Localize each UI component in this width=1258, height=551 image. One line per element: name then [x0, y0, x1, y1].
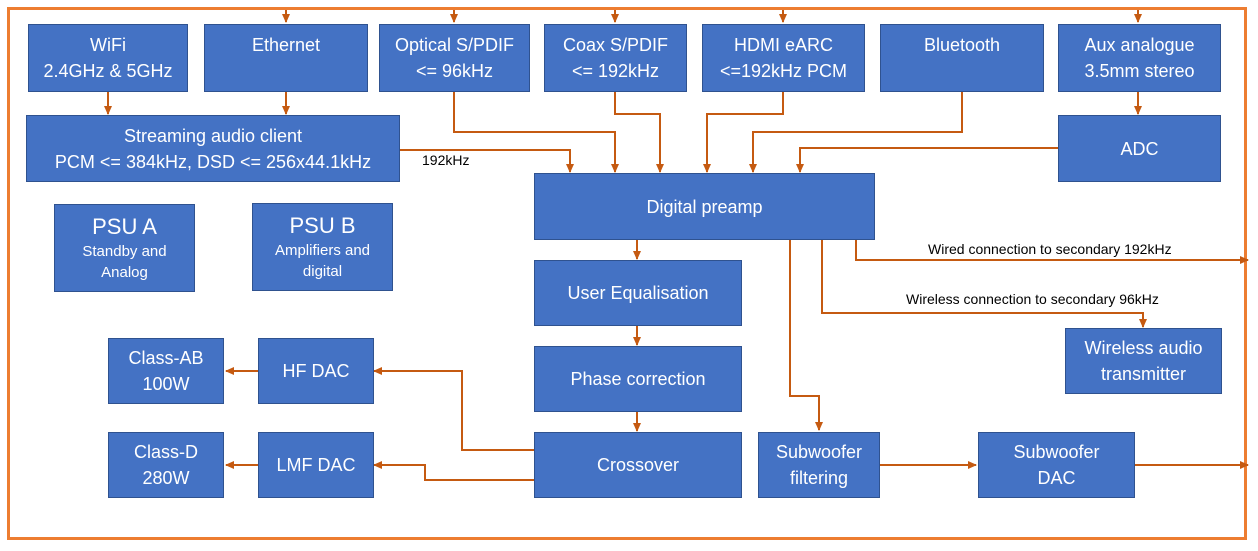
adc-label: ADC [1120, 138, 1159, 159]
wifi-bands: 2.4GHz & 5GHz [43, 61, 173, 81]
wired-secondary-label: Wired connection to secondary 192kHz [928, 241, 1172, 257]
psu-a-box: PSU A Standby and Analog [54, 204, 195, 292]
psu-a-title: PSU A [92, 214, 157, 239]
wifi-input-box: WiFi 2.4GHz & 5GHz [28, 24, 188, 92]
subwoofer-filtering-label-line1: Subwoofer [775, 442, 863, 462]
user-eq-box: User Equalisation [534, 260, 742, 326]
wire-preamp-wireless [821, 240, 1147, 328]
psu-a-desc-line2: Analog [101, 264, 148, 281]
bluetooth-input-box: Bluetooth [880, 24, 1044, 92]
wire-optical-preamp [453, 92, 619, 173]
hdmi-input-box: HDMI eARC <=192kHz PCM [702, 24, 865, 92]
class-d-power: 280W [142, 468, 190, 488]
hdmi-label: HDMI eARC [733, 35, 833, 55]
lmf-dac-label: LMF DAC [276, 455, 356, 475]
psu-b-desc-line2: digital [302, 263, 343, 280]
streaming-rate-label: 192kHz [422, 152, 470, 168]
class-ab-amp-box: Class-AB 100W [108, 338, 224, 404]
optical-input-box: Optical S/PDIF <= 96kHz [379, 24, 530, 92]
subwoofer-dac-box: Subwoofer DAC [978, 432, 1135, 498]
aux-label: Aux analogue [1084, 35, 1195, 55]
subwoofer-filtering-box: Subwoofer filtering [758, 432, 880, 498]
subwoofer-dac-label-line1: Subwoofer [1013, 442, 1100, 462]
streaming-client-formats: PCM <= 384kHz, DSD <= 256x44.1kHz [54, 151, 372, 172]
wireless-transmitter-box: Wireless audio transmitter [1065, 328, 1222, 394]
wireless-transmitter-label-line1: Wireless audio [1084, 338, 1203, 358]
class-ab-label: Class-AB [128, 348, 204, 368]
psu-b-desc-line1: Amplifiers and [274, 242, 371, 259]
coax-input-box: Coax S/PDIF <= 192kHz [544, 24, 687, 92]
streaming-client-box: Streaming audio client PCM <= 384kHz, DS… [26, 115, 400, 182]
wire-streaming-preamp [400, 149, 574, 173]
hdmi-rate: <=192kHz PCM [719, 61, 848, 81]
class-ab-power: 100W [142, 374, 190, 394]
hf-dac-box: HF DAC [258, 338, 374, 404]
wire-preamp-wired [855, 240, 1249, 264]
subwoofer-filtering-label-line2: filtering [789, 468, 849, 488]
optical-rate: <= 96kHz [415, 61, 494, 81]
coax-rate: <= 192kHz [571, 61, 660, 81]
wire-hdmi-preamp [703, 92, 784, 173]
lmf-dac-box: LMF DAC [258, 432, 374, 498]
user-eq-label: User Equalisation [567, 283, 709, 303]
wire-coax-preamp [614, 92, 664, 173]
ethernet-label: Ethernet [251, 35, 321, 55]
outer-frame [7, 7, 1247, 540]
wire-crossover-lmf [373, 461, 534, 481]
coax-label: Coax S/PDIF [562, 35, 669, 55]
aux-input-box: Aux analogue 3.5mm stereo [1058, 24, 1221, 92]
digital-preamp-box: Digital preamp [534, 173, 875, 240]
subwoofer-dac-label-line2: DAC [1037, 468, 1076, 488]
aux-connector: 3.5mm stereo [1084, 61, 1195, 81]
optical-label: Optical S/PDIF [394, 35, 515, 55]
adc-box: ADC [1058, 115, 1221, 182]
wifi-label: WiFi [90, 35, 126, 55]
class-d-amp-box: Class-D 280W [108, 432, 224, 498]
psu-a-desc-line1: Standby and [82, 243, 167, 260]
psu-b-box: PSU B Amplifiers and digital [252, 203, 393, 291]
wireless-secondary-label: Wireless connection to secondary 96kHz [906, 291, 1159, 307]
phase-correction-label: Phase correction [570, 369, 706, 389]
bluetooth-label: Bluetooth [923, 35, 1001, 55]
phase-correction-box: Phase correction [534, 346, 742, 412]
crossover-label: Crossover [596, 455, 680, 475]
psu-b-title: PSU B [289, 213, 356, 238]
crossover-box: Crossover [534, 432, 742, 498]
wireless-transmitter-label-line2: transmitter [1100, 364, 1187, 384]
wire-crossover-hf [373, 367, 534, 451]
hf-dac-label: HF DAC [282, 361, 350, 381]
ethernet-input-box: Ethernet [204, 24, 368, 92]
wire-bluetooth-preamp [749, 92, 963, 173]
wire-adc-preamp [796, 147, 1058, 173]
class-d-label: Class-D [133, 442, 198, 462]
streaming-client-label: Streaming audio client [123, 125, 303, 146]
digital-preamp-label: Digital preamp [646, 196, 763, 217]
wire-preamp-subfilter [789, 240, 823, 431]
